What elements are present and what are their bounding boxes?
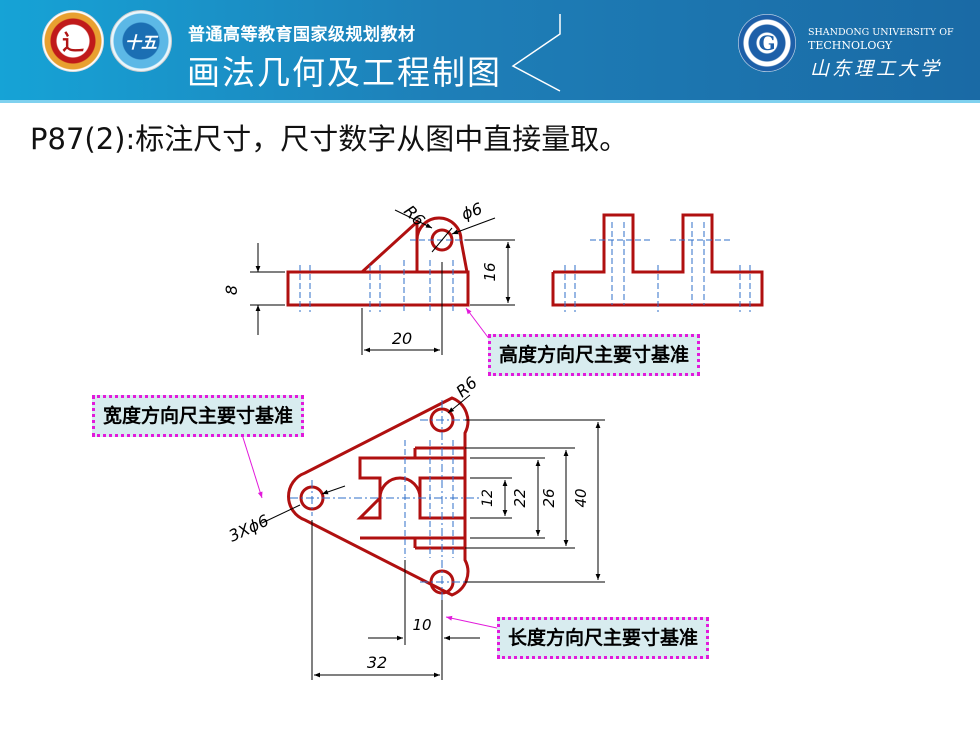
front-view-boss: [415, 216, 469, 273]
university-seal-glyph: G: [758, 31, 776, 55]
university-name-en-line2: TECHNOLOGY: [808, 39, 893, 52]
five-year-plan-glyph: 十五: [124, 33, 157, 52]
top-view-boss-edges: [413, 446, 465, 550]
university-name-cn: 山东理工大学: [810, 58, 943, 80]
top-view-center-lines: [290, 400, 480, 600]
banner-accent-line: [0, 100, 980, 103]
eleventh-five-year-plan-icon: 十五: [110, 10, 172, 72]
header-banner: 辶 十五 普通高等教育国家级规划教材 画法几何及工程制图 G SHANDONG …: [0, 0, 980, 103]
top-dim-10-label: 10: [412, 616, 431, 634]
top-dim-40-label: 40: [572, 488, 590, 507]
top-view-hidden-lines: [404, 440, 454, 558]
width-datum-callout: 宽度方向尺主要寸基准: [92, 395, 305, 437]
university-name-en-line1: SHANDONG UNIVERSITY OF: [808, 27, 954, 38]
top-radius-label: R6: [452, 373, 481, 401]
top-dim-26-label: 26: [540, 488, 558, 507]
top-holes-label: 3Xϕ6: [226, 511, 272, 546]
series-label: 普通高等教育国家级规划教材: [188, 25, 416, 45]
side-view: [551, 213, 764, 312]
banner-zigzag-decoration: [511, 14, 561, 92]
side-view-hidden-lines: [564, 222, 751, 312]
top-view: R6 3Xϕ6 12 22 26 40 10 32: [226, 373, 605, 680]
front-view: R6 ϕ6 8 16 20: [222, 199, 515, 355]
top-view-plate-outline: [287, 396, 470, 597]
front-diameter-label: ϕ6: [459, 199, 485, 224]
callout-leaders: [239, 307, 498, 629]
publisher-emblem-glyph: 辶: [61, 30, 84, 56]
front-length-20-label: 20: [392, 329, 412, 348]
length-datum-callout: 长度方向尺主要寸基准: [497, 617, 710, 659]
front-height-8-label: 8: [222, 285, 241, 295]
height-datum-callout: 高度方向尺主要寸基准: [488, 334, 701, 376]
front-view-rib: [360, 218, 419, 274]
top-dim-12-label: 12: [480, 489, 496, 507]
publisher-emblem-icon: 辶: [42, 10, 104, 72]
top-view-upper-lug: [358, 456, 467, 499]
top-view-lower-lug: [356, 494, 467, 540]
top-view-dimension-lines: [261, 394, 605, 680]
front-height-16-label: 16: [481, 262, 499, 281]
front-view-base-plate: [286, 270, 470, 307]
top-dim-22-label: 22: [511, 488, 529, 507]
top-dim-32-label: 32: [367, 653, 387, 672]
course-title: 画法几何及工程制图: [187, 53, 502, 92]
exercise-title: P87(2):标注尺寸，尺寸数字从图中直接量取。: [30, 122, 629, 156]
university-seal-icon: G: [738, 14, 796, 72]
side-view-outline: [551, 213, 764, 307]
university-name-en: SHANDONG UNIVERSITY OF TECHNOLOGY: [808, 26, 954, 52]
front-view-dimension-lines: [250, 209, 515, 355]
